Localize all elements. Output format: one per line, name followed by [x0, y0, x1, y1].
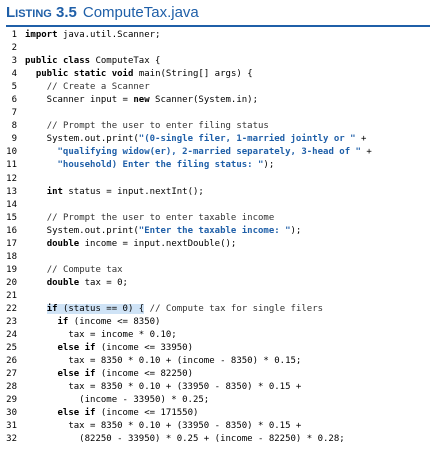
code-text: else if (income <= 33950)	[57, 343, 194, 354]
line-number: 1	[11, 30, 17, 40]
code-text: // Prompt the user to enter taxable inco…	[46, 212, 275, 223]
code-line: 2	[0, 42, 436, 55]
title-rule	[6, 25, 430, 27]
code-text: if (income <= 8350)	[57, 317, 161, 328]
line-number: 7	[11, 108, 17, 119]
code-line: 28 tax = 8350 * 0.10 + (33950 - 8350) * …	[0, 381, 436, 394]
code-line: 23 if (income <= 8350)	[0, 316, 436, 329]
line-number: 13	[6, 186, 17, 197]
line-number: 31	[6, 421, 17, 432]
code-line: 26 tax = 8350 * 0.10 + (income - 8350) *…	[0, 355, 436, 368]
code-line: 22 if (status == 0) { // Compute tax for…	[0, 303, 436, 316]
code-text: // Create a Scanner	[46, 82, 150, 93]
code-line: 10 "qualifying widow(er), 2-married sepa…	[0, 146, 436, 159]
line-number: 21	[6, 290, 17, 301]
code-line: 32 (82250 - 33950) * 0.25 + (income - 82…	[0, 433, 436, 446]
code-line: 9 System.out.print("(0-single filer, 1-m…	[0, 133, 436, 146]
listing-title: Listing 3.5 ComputeTax.java	[6, 4, 199, 22]
code-line: 29 (income - 33950) * 0.25;	[0, 394, 436, 407]
line-number: 9	[11, 134, 17, 145]
code-text: public static void main(String[] args) {	[35, 69, 253, 80]
code-text: public class ComputeTax {	[25, 56, 161, 67]
code-text: // Compute tax	[46, 264, 123, 275]
line-number: 22	[6, 303, 17, 314]
line-number: 20	[6, 277, 17, 288]
code-line: 27 else if (income <= 82250)	[0, 368, 436, 381]
line-number: 25	[6, 343, 17, 354]
code-line: 18	[0, 251, 436, 264]
code-text: (income - 33950) * 0.25;	[25, 395, 210, 406]
code-line: 30 else if (income <= 171550)	[0, 407, 436, 420]
line-number: 3	[11, 56, 17, 67]
code-text: tax = 8350 * 0.10 + (33950 - 8350) * 0.1…	[25, 382, 302, 393]
line-number: 2	[11, 43, 17, 54]
code-line: 24 tax = income * 0.10;	[0, 329, 436, 342]
line-number: 12	[6, 173, 17, 184]
code-text: "qualifying widow(er), 2-married separat…	[57, 147, 372, 158]
line-number: 28	[6, 382, 17, 393]
code-text: System.out.print("(0-single filer, 1-mar…	[25, 134, 367, 145]
line-number: 27	[6, 369, 17, 380]
line-number: 30	[6, 408, 17, 419]
line-number: 11	[6, 160, 17, 171]
code-text: System.out.print("Enter the taxable inco…	[25, 225, 302, 236]
line-number: 18	[6, 251, 17, 262]
line-number: 14	[6, 199, 17, 210]
code-line: 13 int status = input.nextInt();	[0, 186, 436, 199]
code-line: 19 // Compute tax	[0, 264, 436, 277]
code-line: 6 Scanner input = new Scanner(System.in)…	[0, 94, 436, 107]
code-line: 25 else if (income <= 33950)	[0, 342, 436, 355]
code-line: 14	[0, 199, 436, 212]
code-line: 12	[0, 173, 436, 186]
line-number: 19	[6, 264, 17, 275]
code-line: 7	[0, 107, 436, 120]
line-number: 24	[6, 330, 17, 341]
line-number: 26	[6, 356, 17, 367]
line-number: 29	[6, 395, 17, 406]
line-number: 17	[6, 238, 17, 249]
code-text: tax = income * 0.10;	[25, 330, 177, 341]
code-line: 20 double tax = 0;	[0, 277, 436, 290]
code-text: int status = input.nextInt();	[46, 186, 204, 197]
code-text: tax = 8350 * 0.10 + (income - 8350) * 0.…	[25, 356, 302, 367]
code-text: tax = 8350 * 0.10 + (33950 - 8350) * 0.1…	[25, 421, 302, 432]
code-text: // Prompt the user to enter filing statu…	[46, 121, 269, 132]
line-number: 16	[6, 225, 17, 236]
code-line: 15 // Prompt the user to enter taxable i…	[0, 212, 436, 225]
code-line: 16 System.out.print("Enter the taxable i…	[0, 225, 436, 238]
line-number: 4	[11, 69, 17, 80]
line-number: 32	[6, 434, 17, 445]
code-text: import java.util.Scanner;	[25, 30, 161, 40]
code-text: double tax = 0;	[46, 277, 128, 288]
line-number: 5	[11, 82, 17, 93]
listing-label: Listing 3.5	[6, 4, 77, 21]
code-text: else if (income <= 171550)	[57, 408, 199, 419]
code-line: 17 double income = input.nextDouble();	[0, 238, 436, 251]
code-text: "household) Enter the filing status: ");	[57, 160, 275, 171]
line-number: 10	[6, 147, 17, 158]
code-line: 1 import java.util.Scanner;	[0, 29, 436, 42]
code-text: else if (income <= 82250)	[57, 369, 194, 380]
code-line: 8 // Prompt the user to enter filing sta…	[0, 120, 436, 133]
code-line: 21	[0, 290, 436, 303]
code-text: Scanner input = new Scanner(System.in);	[25, 95, 259, 106]
line-number: 8	[11, 121, 17, 132]
code-line: 3 public class ComputeTax {	[0, 55, 436, 68]
line-number: 6	[11, 95, 17, 106]
code-line: 5 // Create a Scanner	[0, 81, 436, 94]
code-line: 31 tax = 8350 * 0.10 + (33950 - 8350) * …	[0, 420, 436, 433]
code-line: 11 "household) Enter the filing status: …	[0, 159, 436, 172]
code-text: if (status == 0) { // Compute tax for si…	[46, 303, 324, 314]
code-line: 4 public static void main(String[] args)…	[0, 68, 436, 81]
line-number: 23	[6, 317, 17, 328]
code-text: double income = input.nextDouble();	[46, 238, 237, 249]
listing-filename: ComputeTax.java	[82, 4, 199, 21]
line-number: 15	[6, 212, 17, 223]
code-text: (82250 - 33950) * 0.25 + (income - 82250…	[25, 434, 345, 445]
